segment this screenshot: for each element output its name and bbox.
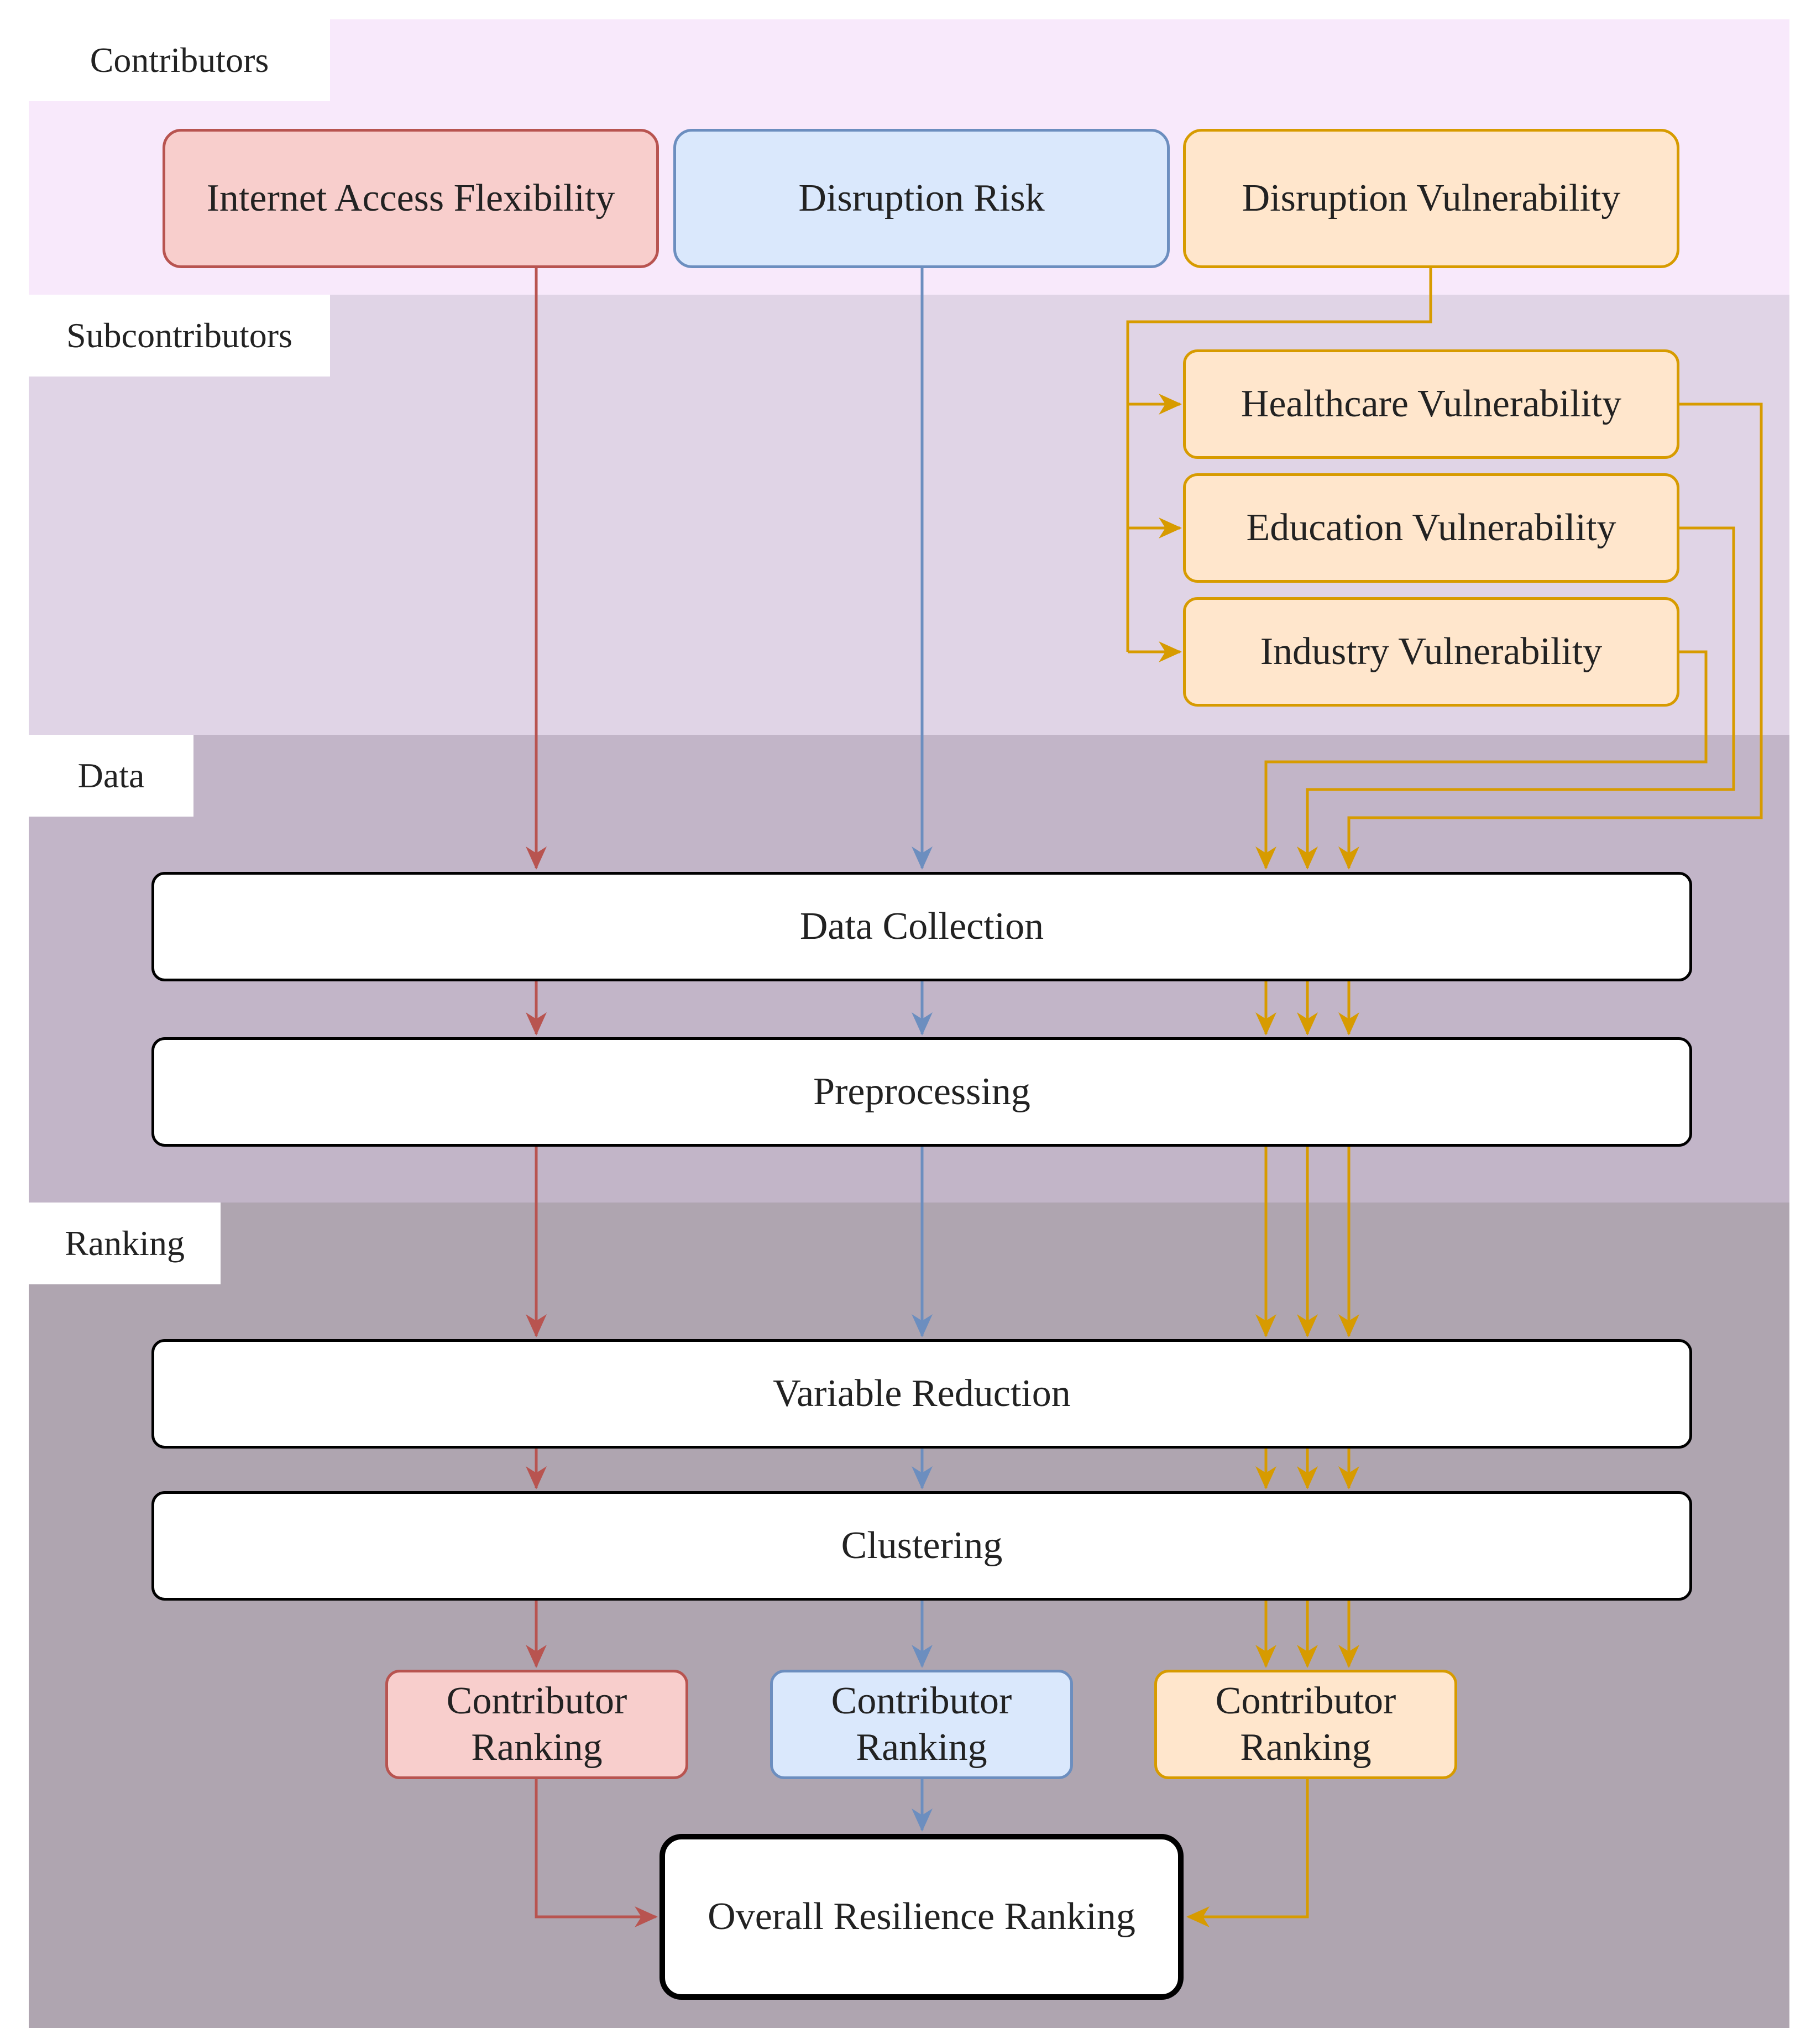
arrowhead-red-overall	[635, 1906, 658, 1927]
internet-access-flexibility-box: Internet Access Flexibility	[163, 129, 659, 268]
data-collection-box: Data Collection	[151, 872, 1692, 981]
arrowhead-orange-collection-1	[1297, 846, 1318, 870]
contributor-ranking-orange-line1: Contributor	[1215, 1680, 1396, 1722]
arrowhead-orange-collection-2	[1338, 846, 1359, 870]
arrowhead-orange-collection-to-preprocessing-0	[1255, 1012, 1276, 1036]
contributor-ranking-red-box: Contributor Ranking	[385, 1670, 688, 1779]
arrowhead-orange-collection-to-preprocessing-2	[1338, 1012, 1359, 1036]
arrowhead-blue-preprocessing-to-reduction	[912, 1314, 933, 1337]
arrowhead-orange-preprocessing-to-reduction-1	[1297, 1314, 1318, 1337]
arrowhead-red-preprocessing-to-reduction	[526, 1314, 547, 1337]
arrowhead-orange-preprocessing-to-reduction-0	[1255, 1314, 1276, 1337]
contributor-ranking-orange-box: Contributor Ranking	[1154, 1670, 1457, 1779]
arrowhead-orange-overall	[1186, 1906, 1210, 1927]
arrowhead-blue-collection-to-preprocessing	[912, 1012, 933, 1036]
connector-red-to-overall	[535, 1779, 656, 1918]
arrowhead-red-collection	[526, 846, 547, 870]
arrowhead-vulnerability-branch-1	[1159, 517, 1182, 539]
arrowhead-blue-clustering-to-ranking	[912, 1645, 933, 1668]
healthcare-vulnerability-box: Healthcare Vulnerability	[1183, 349, 1679, 459]
preprocessing-box: Preprocessing	[151, 1037, 1692, 1147]
connector-healthcare-to-collection	[1347, 402, 1763, 868]
connector-orange-to-overall	[1189, 1779, 1309, 1918]
arrowhead-orange-reduction-to-clustering-0	[1255, 1466, 1276, 1489]
arrowhead-blue-overall	[912, 1808, 933, 1832]
connector-vulnerability-split	[1126, 268, 1432, 652]
contributor-ranking-blue-line1: Contributor	[831, 1680, 1012, 1722]
overall-resilience-ranking-box: Overall Resilience Ranking	[660, 1834, 1184, 2000]
arrowhead-red-reduction-to-clustering	[526, 1466, 547, 1489]
connector-industry-to-collection	[1264, 650, 1708, 868]
clustering-box: Clustering	[151, 1491, 1692, 1601]
contributor-ranking-red-line1: Contributor	[446, 1680, 627, 1722]
arrowhead-orange-clustering-to-ranking-0	[1255, 1645, 1276, 1668]
contributor-ranking-blue-line2: Ranking	[856, 1726, 987, 1769]
education-vulnerability-box: Education Vulnerability	[1183, 473, 1679, 583]
lane-label-contributors: Contributors	[29, 19, 330, 101]
arrowhead-orange-collection-to-preprocessing-1	[1297, 1012, 1318, 1036]
lane-label-data: Data	[29, 735, 193, 817]
contributor-ranking-orange-line2: Ranking	[1240, 1726, 1372, 1769]
arrowhead-orange-clustering-to-ranking-1	[1297, 1645, 1318, 1668]
arrowhead-vulnerability-branch-0	[1159, 394, 1182, 415]
disruption-vulnerability-box: Disruption Vulnerability	[1183, 129, 1679, 268]
contributor-ranking-red-line2: Ranking	[471, 1726, 603, 1769]
arrowhead-orange-collection-0	[1255, 846, 1276, 870]
lane-label-ranking: Ranking	[29, 1203, 221, 1284]
lane-label-subcontributors: Subcontributors	[29, 295, 330, 377]
arrowhead-blue-reduction-to-clustering	[912, 1466, 933, 1489]
arrowhead-orange-reduction-to-clustering-1	[1297, 1466, 1318, 1489]
contributor-ranking-blue-box: Contributor Ranking	[770, 1670, 1073, 1779]
arrowhead-vulnerability-branch-2	[1159, 641, 1182, 662]
connector-education-to-collection	[1306, 526, 1735, 868]
variable-reduction-box: Variable Reduction	[151, 1339, 1692, 1449]
arrowhead-orange-preprocessing-to-reduction-2	[1338, 1314, 1359, 1337]
arrowhead-red-collection-to-preprocessing	[526, 1012, 547, 1036]
arrowhead-orange-reduction-to-clustering-2	[1338, 1466, 1359, 1489]
arrowhead-red-clustering-to-ranking	[526, 1645, 547, 1668]
disruption-risk-box: Disruption Risk	[673, 129, 1170, 268]
arrowhead-orange-clustering-to-ranking-2	[1338, 1645, 1359, 1668]
arrowhead-blue-collection	[912, 846, 933, 870]
industry-vulnerability-box: Industry Vulnerability	[1183, 597, 1679, 707]
